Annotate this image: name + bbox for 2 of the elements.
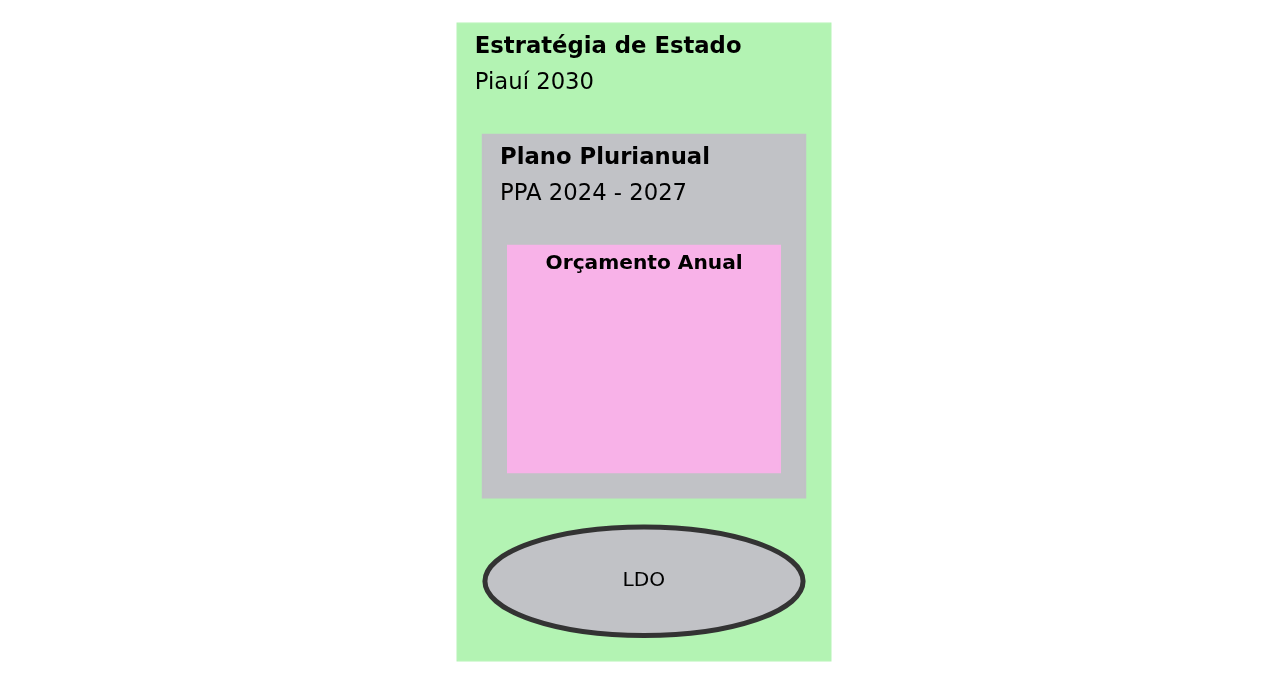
node-ellipse: LDO — [481, 524, 806, 639]
node-box: Orçamento Anual — [506, 244, 781, 474]
